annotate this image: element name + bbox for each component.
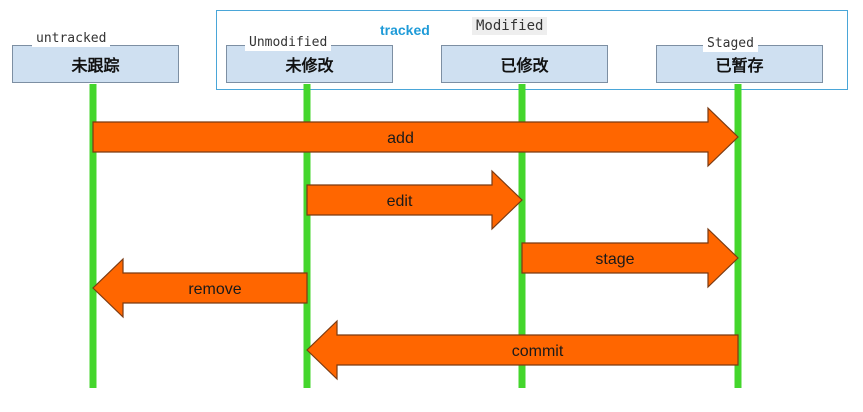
state-label-zh-unmodified: 未修改 [285, 56, 334, 75]
state-label-zh-modified: 已修改 [500, 56, 549, 75]
arrow-stage [521, 227, 739, 289]
tracked-frame [216, 10, 848, 90]
modified-tag: Modified [472, 17, 548, 35]
arrow-commit [306, 319, 739, 381]
state-box-modified: 已修改 [441, 45, 608, 83]
state-label-en-unmodified: Unmodified [245, 35, 332, 51]
arrow-label-edit: edit [387, 193, 413, 210]
state-label-zh-staged: 已暂存 [715, 56, 764, 75]
state-label-en-untracked: untracked [32, 31, 111, 47]
arrow-add [92, 106, 739, 168]
tracked-label: tracked [380, 22, 430, 38]
arrow-label-commit: commit [512, 343, 564, 360]
state-label-en-staged: Staged [703, 36, 758, 52]
arrow-label-remove: remove [188, 281, 241, 298]
state-box-unmodified: 未修改 [226, 45, 393, 83]
arrow-label-stage: stage [595, 251, 634, 268]
state-box-untracked: 未跟踪 [12, 45, 179, 83]
state-label-zh-untracked: 未跟踪 [71, 56, 120, 75]
arrow-remove [92, 257, 308, 319]
arrow-edit [306, 169, 523, 231]
arrow-label-add: add [387, 130, 414, 147]
